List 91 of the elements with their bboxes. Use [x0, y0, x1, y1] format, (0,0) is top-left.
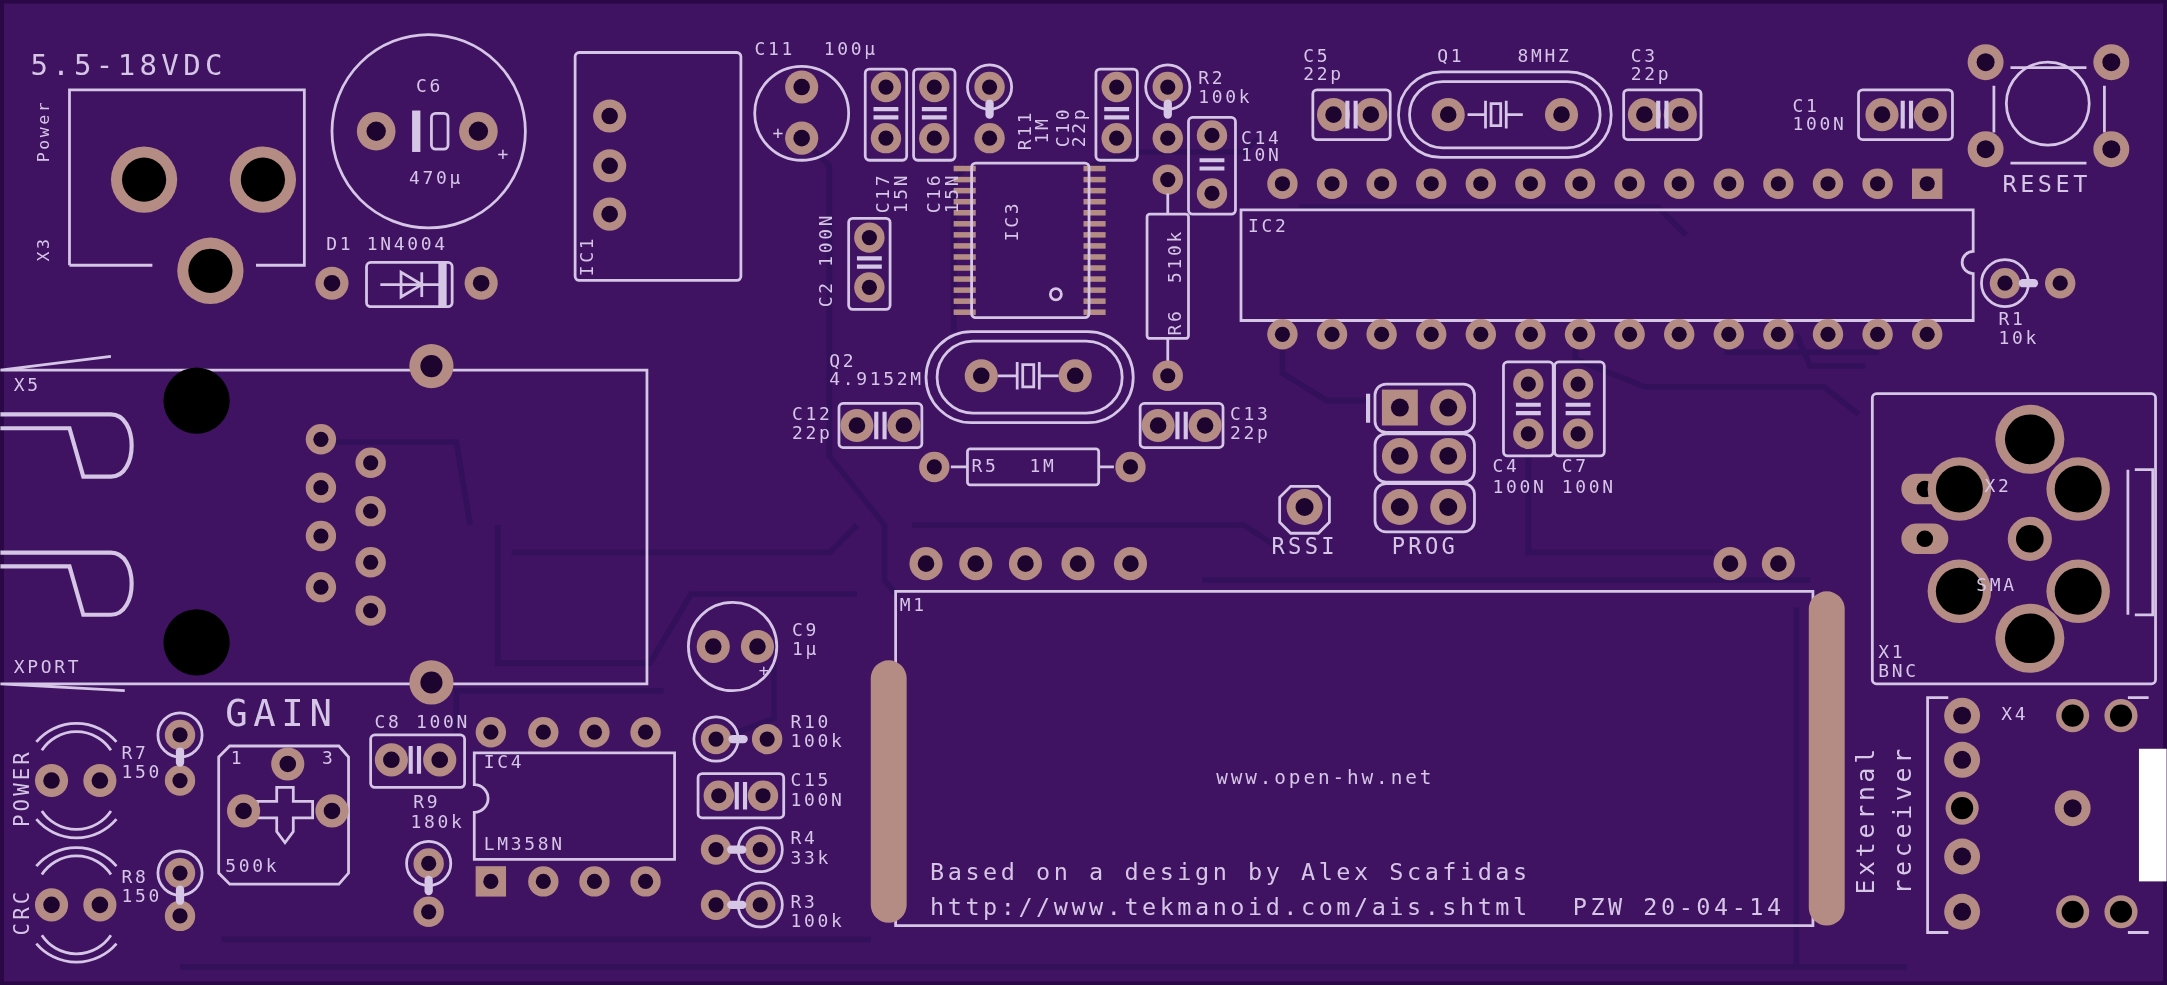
silkscreen-label: Q1 — [1437, 47, 1465, 65]
silkscreen-label: 4.9152M — [829, 370, 924, 389]
silkscreen-label: 1 — [230, 749, 245, 767]
silkscreen-label: 100k — [1198, 88, 1253, 107]
silkscreen-label: C15 — [790, 771, 831, 790]
silkscreen-label: 22p — [1230, 424, 1271, 443]
silkscreen-label: 10N — [1241, 146, 1282, 165]
silkscreen-label: PZW 20-04-14 — [1572, 895, 1785, 920]
silkscreen-label: 22p — [1303, 64, 1344, 83]
silkscreen-label: M1 — [899, 595, 927, 614]
silkscreen-label: 3 — [322, 749, 336, 767]
silkscreen-label: R11 — [1016, 109, 1035, 151]
silkscreen-label: BNC — [1878, 662, 1919, 680]
silkscreen-label: CRC — [11, 888, 33, 936]
silkscreen-label: X3 — [35, 236, 53, 262]
silkscreen-label: C14 — [1241, 128, 1282, 147]
silkscreen-label: C7 — [1561, 457, 1589, 476]
silkscreen-label: C8 — [374, 713, 402, 732]
silkscreen-label: X1 — [1878, 642, 1906, 661]
silkscreen-label: 1µ — [791, 639, 819, 658]
silkscreen-label: R4 — [790, 829, 818, 848]
silkscreen-label: R5 — [971, 457, 999, 476]
silkscreen-label: C17 — [874, 173, 893, 214]
silkscreen-label: 470µ — [409, 168, 464, 187]
silkscreen-label: R2 — [1198, 69, 1226, 88]
silkscreen-label: 15N — [943, 173, 962, 214]
silkscreen-label: http://www.tekmanoid.com/ais.shtml — [930, 895, 1531, 920]
silkscreen-label: 100N — [1492, 478, 1547, 497]
silkscreen-label: GAIN — [225, 695, 338, 733]
silkscreen-label: C13 — [1230, 404, 1271, 423]
silkscreen-label: 100N — [416, 713, 470, 732]
silkscreen-label: 100N — [1561, 478, 1616, 497]
silkscreen-label: 22p — [791, 424, 833, 443]
silkscreen-label: RSSI — [1271, 534, 1338, 557]
silkscreen-label: R9 — [413, 793, 441, 812]
silkscreen-label: 22p — [1630, 64, 1672, 83]
silkscreen-label: C6 — [416, 77, 443, 96]
silkscreen-label: LM358N — [483, 834, 565, 853]
silkscreen-label: Q2 — [829, 352, 857, 371]
silkscreen-label: IC2 — [1247, 216, 1289, 235]
silkscreen-label: 150 — [121, 762, 163, 781]
silkscreen-label: IC4 — [483, 753, 525, 772]
silkscreen-label: R10 — [790, 713, 831, 732]
silkscreen-label: R7 — [121, 743, 149, 762]
silkscreen-label: 100N — [1792, 114, 1847, 133]
silkscreen-label: C11 — [754, 40, 796, 59]
silkscreen-label: 1M — [1033, 116, 1051, 144]
silkscreen-label: 5.5-18VDC — [30, 51, 227, 81]
silkscreen-label: XPORT — [13, 657, 82, 676]
silkscreen-label: 100k — [790, 912, 845, 931]
silkscreen-label: C4 — [1492, 457, 1520, 476]
silkscreen-label: + — [772, 124, 787, 143]
silkscreen-label: X4 — [2001, 704, 2029, 723]
silkscreen-label: 500k — [225, 856, 280, 875]
silkscreen-label: C5 — [1303, 47, 1331, 65]
silkscreen-label: POWER — [11, 748, 33, 827]
silkscreen-label: 10k — [1998, 328, 2039, 347]
silkscreen-label: R1 — [1998, 309, 2026, 328]
silkscreen-label: + — [497, 145, 512, 164]
silkscreen-label: 1M — [1029, 457, 1057, 476]
silkscreen-label: IC3 — [1002, 200, 1021, 242]
silkscreen-label: D1 1N4004 — [326, 234, 448, 253]
silkscreen-label: C2 100N — [817, 212, 836, 308]
silkscreen-label: Power — [35, 100, 53, 163]
silkscreen-label: IC1 — [578, 235, 597, 276]
silkscreen-label: C16 — [925, 173, 944, 214]
silkscreen-label: C1 — [1792, 96, 1820, 115]
silkscreen-label: 100µ — [823, 40, 878, 59]
silkscreen-label: PROG — [1391, 534, 1459, 557]
silkscreen-label: 33k — [790, 848, 831, 867]
silkscreen-label: www.open-hw.net — [1216, 768, 1435, 788]
silkscreen-label: + — [758, 663, 772, 680]
silkscreen-label: 22p — [1070, 106, 1089, 148]
silkscreen-label: RESET — [2002, 172, 2091, 197]
silkscreen-label: R6 — [1165, 308, 1184, 336]
silkscreen-label: R3 — [790, 892, 818, 911]
silkscreen-label: 150 — [121, 887, 163, 906]
silkscreen-label: 510k — [1165, 228, 1184, 283]
silkscreen-label: External receiver — [1849, 744, 1918, 895]
silkscreen-label: 100k — [790, 732, 845, 751]
silkscreen-label: C3 — [1630, 47, 1658, 65]
silkscreen-label: R8 — [121, 867, 149, 886]
silkscreen-label: 15N — [892, 173, 911, 214]
silkscreen-label: 100N — [790, 790, 845, 809]
silkscreen-label: Based on a design by Alex Scafidas — [930, 861, 1531, 885]
silkscreen-label: 180k — [410, 812, 465, 831]
silkscreen-label: C12 — [791, 404, 833, 423]
silkscreen-label: C9 — [791, 620, 819, 639]
silkscreen-label: C10 — [1053, 106, 1072, 148]
silkscreen-label: 8MHZ — [1517, 47, 1572, 65]
silkscreen-label: X5 — [13, 375, 41, 394]
